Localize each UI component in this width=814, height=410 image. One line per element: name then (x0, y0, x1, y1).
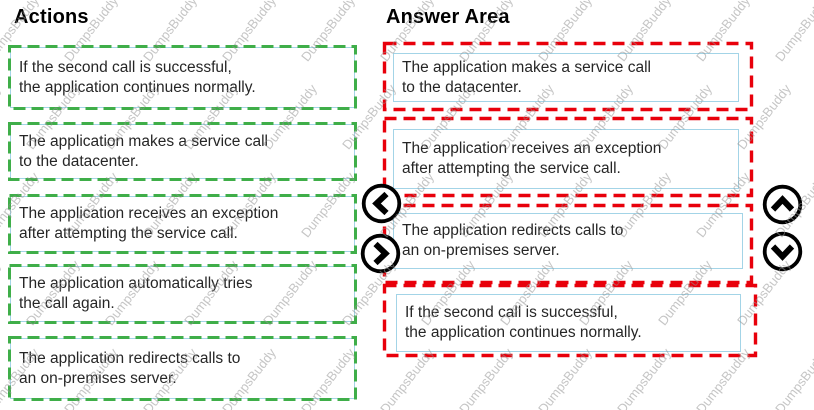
move-down-button[interactable] (762, 231, 803, 272)
action-item-box: The application receives an exception af… (10, 196, 355, 252)
chevron-right-icon (360, 233, 401, 274)
chevron-up-icon (762, 184, 803, 225)
answer-item-box: If the second call is successful, the ap… (396, 294, 741, 352)
answer-slot[interactable]: The application makes a service call to … (382, 41, 754, 112)
answer-item-text: The application receives an exception af… (402, 140, 662, 177)
action-item-text: The application receives an exception af… (19, 205, 279, 242)
action-item-box: If the second call is successful, the ap… (10, 47, 355, 108)
move-up-button[interactable] (762, 184, 803, 225)
answer-slot[interactable]: The application receives an exception af… (382, 116, 754, 198)
answer-item-text: If the second call is successful, the ap… (405, 304, 642, 341)
action-item-box: The application redirects calls to an on… (10, 338, 355, 399)
answer-area-heading: Answer Area (386, 6, 510, 28)
action-item[interactable]: The application receives an exception af… (8, 194, 357, 254)
action-item-box: The application makes a service call to … (10, 124, 355, 179)
answer-item-box: The application makes a service call to … (393, 53, 739, 102)
action-item-text: The application automatically tries the … (19, 275, 253, 312)
action-item[interactable]: The application redirects calls to an on… (8, 336, 357, 401)
chevron-down-icon (762, 231, 803, 272)
action-item-box: The application automatically tries the … (10, 266, 355, 322)
watermark-text: DumpsBuddy (772, 345, 814, 410)
answer-slot[interactable]: If the second call is successful, the ap… (382, 283, 758, 358)
action-item-text: If the second call is successful, the ap… (19, 58, 256, 96)
action-item-text: The application redirects calls to an on… (19, 349, 241, 387)
watermark-text: DumpsBuddy (772, 0, 814, 65)
watermark-text: DumpsBuddy (0, 257, 4, 329)
answer-item-text: The application makes a service call to … (402, 58, 651, 96)
watermark-text: DumpsBuddy (0, 81, 4, 153)
move-left-button[interactable] (361, 183, 402, 224)
answer-slot[interactable]: The application redirects calls to an on… (382, 203, 754, 285)
move-right-button[interactable] (360, 233, 401, 274)
action-item-text: The application makes a service call to … (19, 132, 268, 170)
action-item[interactable]: If the second call is successful, the ap… (8, 45, 357, 110)
answer-item-box: The application receives an exception af… (393, 129, 739, 189)
answer-item-box: The application redirects calls to an on… (393, 213, 743, 269)
action-item[interactable]: The application automatically tries the … (8, 264, 357, 324)
answer-item-text: The application redirects calls to an on… (402, 222, 624, 259)
chevron-left-icon (361, 183, 402, 224)
actions-heading: Actions (14, 6, 89, 28)
action-item[interactable]: The application makes a service call to … (8, 122, 357, 181)
